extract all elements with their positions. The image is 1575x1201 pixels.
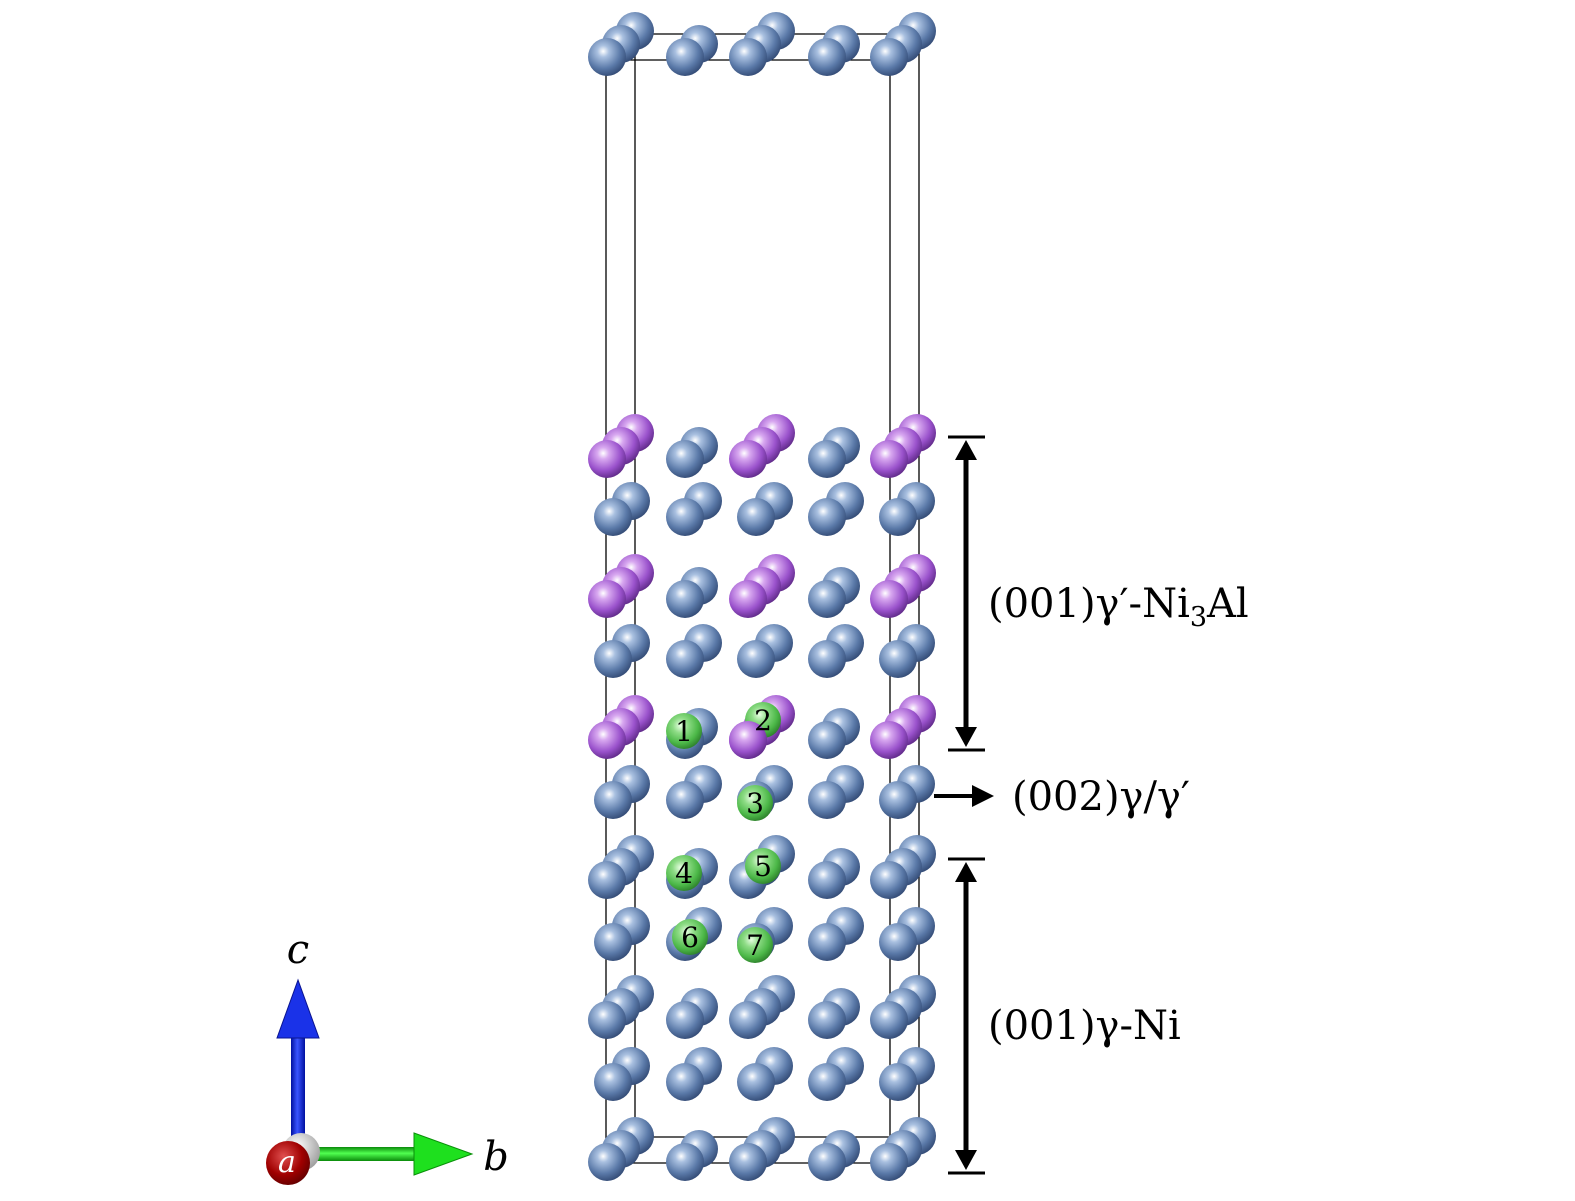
solute-atom xyxy=(666,713,702,749)
ni-atom xyxy=(808,861,846,899)
c-axis-shaft xyxy=(291,1034,305,1154)
arrowhead-down xyxy=(955,1150,977,1170)
solute-site-label: 5 xyxy=(754,850,772,883)
ni-atom xyxy=(808,923,846,961)
ni-atom xyxy=(808,1001,846,1039)
ni-atom xyxy=(870,1001,908,1039)
solute-atom xyxy=(745,848,781,884)
ni-atom xyxy=(588,1143,626,1181)
ni-atom xyxy=(808,440,846,478)
al-atom xyxy=(729,580,767,618)
ni-atom xyxy=(808,38,846,76)
arrowhead-down xyxy=(955,727,977,747)
ni-atom xyxy=(870,1143,908,1181)
ni-atom xyxy=(594,1063,632,1101)
al-atom xyxy=(588,440,626,478)
ni-atom xyxy=(808,1143,846,1181)
ni-atom xyxy=(879,640,917,678)
ni-atom xyxy=(729,1001,767,1039)
ni-atom xyxy=(879,781,917,819)
a-axis-sphere xyxy=(266,1141,310,1185)
ni-atom xyxy=(729,1143,767,1181)
ni-atom xyxy=(808,640,846,678)
b-axis-shaft xyxy=(300,1147,418,1161)
solute-atom xyxy=(672,919,708,955)
solute-atom xyxy=(737,927,773,963)
solute-site-label: 6 xyxy=(681,921,699,954)
a-axis-label: a xyxy=(278,1145,296,1180)
ni-atom xyxy=(594,781,632,819)
interface-label: (002)γ/γ′ xyxy=(1012,774,1190,820)
solute-atom xyxy=(666,855,702,891)
atom-layer xyxy=(588,12,936,1181)
ni-atom xyxy=(666,580,704,618)
ni-atom xyxy=(666,1143,704,1181)
b-axis-arrowhead xyxy=(413,1132,474,1176)
al-atom xyxy=(729,440,767,478)
al-atom xyxy=(588,721,626,759)
gamma-label: (001)γ-Ni xyxy=(988,1003,1181,1049)
arrowhead-up xyxy=(955,862,977,882)
al-atom xyxy=(588,580,626,618)
solute-site-label: 7 xyxy=(746,929,764,962)
gamma-dimension-arrow xyxy=(948,857,985,1175)
axis-triad: a c b xyxy=(266,927,509,1185)
ni-atom xyxy=(879,498,917,536)
ni-atom xyxy=(879,1063,917,1101)
ni-atom xyxy=(870,861,908,899)
solute-atom xyxy=(737,785,773,821)
ni-atom xyxy=(870,38,908,76)
ni-atom xyxy=(588,38,626,76)
ni-atom xyxy=(737,1063,775,1101)
ni-atom xyxy=(594,640,632,678)
ni-atom xyxy=(808,498,846,536)
arrowhead-up xyxy=(955,440,977,460)
ni-atom xyxy=(808,781,846,819)
al-atom xyxy=(870,721,908,759)
solute-site-label: 2 xyxy=(754,704,772,737)
ni-atom xyxy=(588,1001,626,1039)
al-atom xyxy=(729,721,767,759)
ni-atom xyxy=(666,498,704,536)
ni-atom xyxy=(666,1063,704,1101)
solute-site-label: 4 xyxy=(675,857,693,890)
ni-atom xyxy=(594,923,632,961)
ni-atom xyxy=(737,498,775,536)
ni-atom xyxy=(666,781,704,819)
ni-atom xyxy=(666,38,704,76)
ni-atom xyxy=(588,861,626,899)
ni-atom xyxy=(879,923,917,961)
ni-atom xyxy=(594,498,632,536)
solute-site-label: 1 xyxy=(675,715,693,748)
ni-atom xyxy=(666,440,704,478)
ni-atom xyxy=(808,1063,846,1101)
ni-atom xyxy=(808,721,846,759)
c-axis-arrowhead xyxy=(276,978,320,1039)
gamma-prime-label: (001)γ′-Ni3Al xyxy=(988,581,1249,633)
ni-atom xyxy=(666,640,704,678)
pointer-head xyxy=(972,785,994,807)
ni-atom xyxy=(729,38,767,76)
interface-pointer-arrow xyxy=(934,785,994,807)
gamma-prime-dimension-arrow xyxy=(948,435,985,752)
ni-atom xyxy=(666,1001,704,1039)
ni-atom xyxy=(808,580,846,618)
al-atom xyxy=(870,580,908,618)
ni-atom xyxy=(737,640,775,678)
c-axis-label: c xyxy=(287,927,309,973)
al-atom xyxy=(870,440,908,478)
b-axis-label: b xyxy=(483,1134,509,1180)
solute-site-label: 3 xyxy=(746,787,764,820)
solute-site-labels: 1 2 3 4 5 6 7 xyxy=(675,704,772,962)
